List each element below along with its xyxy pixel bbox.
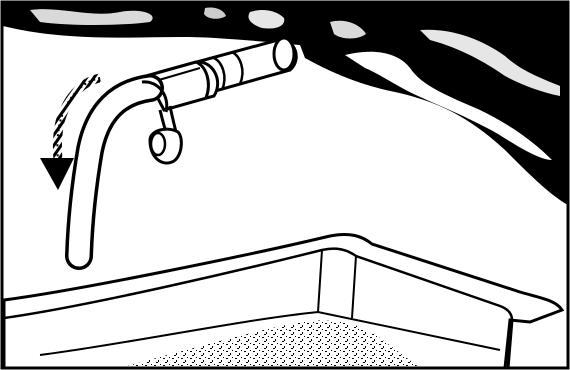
- drain-tray: [2, 232, 565, 370]
- drain-hose: [65, 74, 169, 270]
- drained-water: [120, 320, 420, 368]
- appliance-body: [3, 3, 568, 205]
- hose-cap: [148, 105, 183, 165]
- motion-arrow: [40, 73, 102, 190]
- hose-coupling: [143, 36, 298, 112]
